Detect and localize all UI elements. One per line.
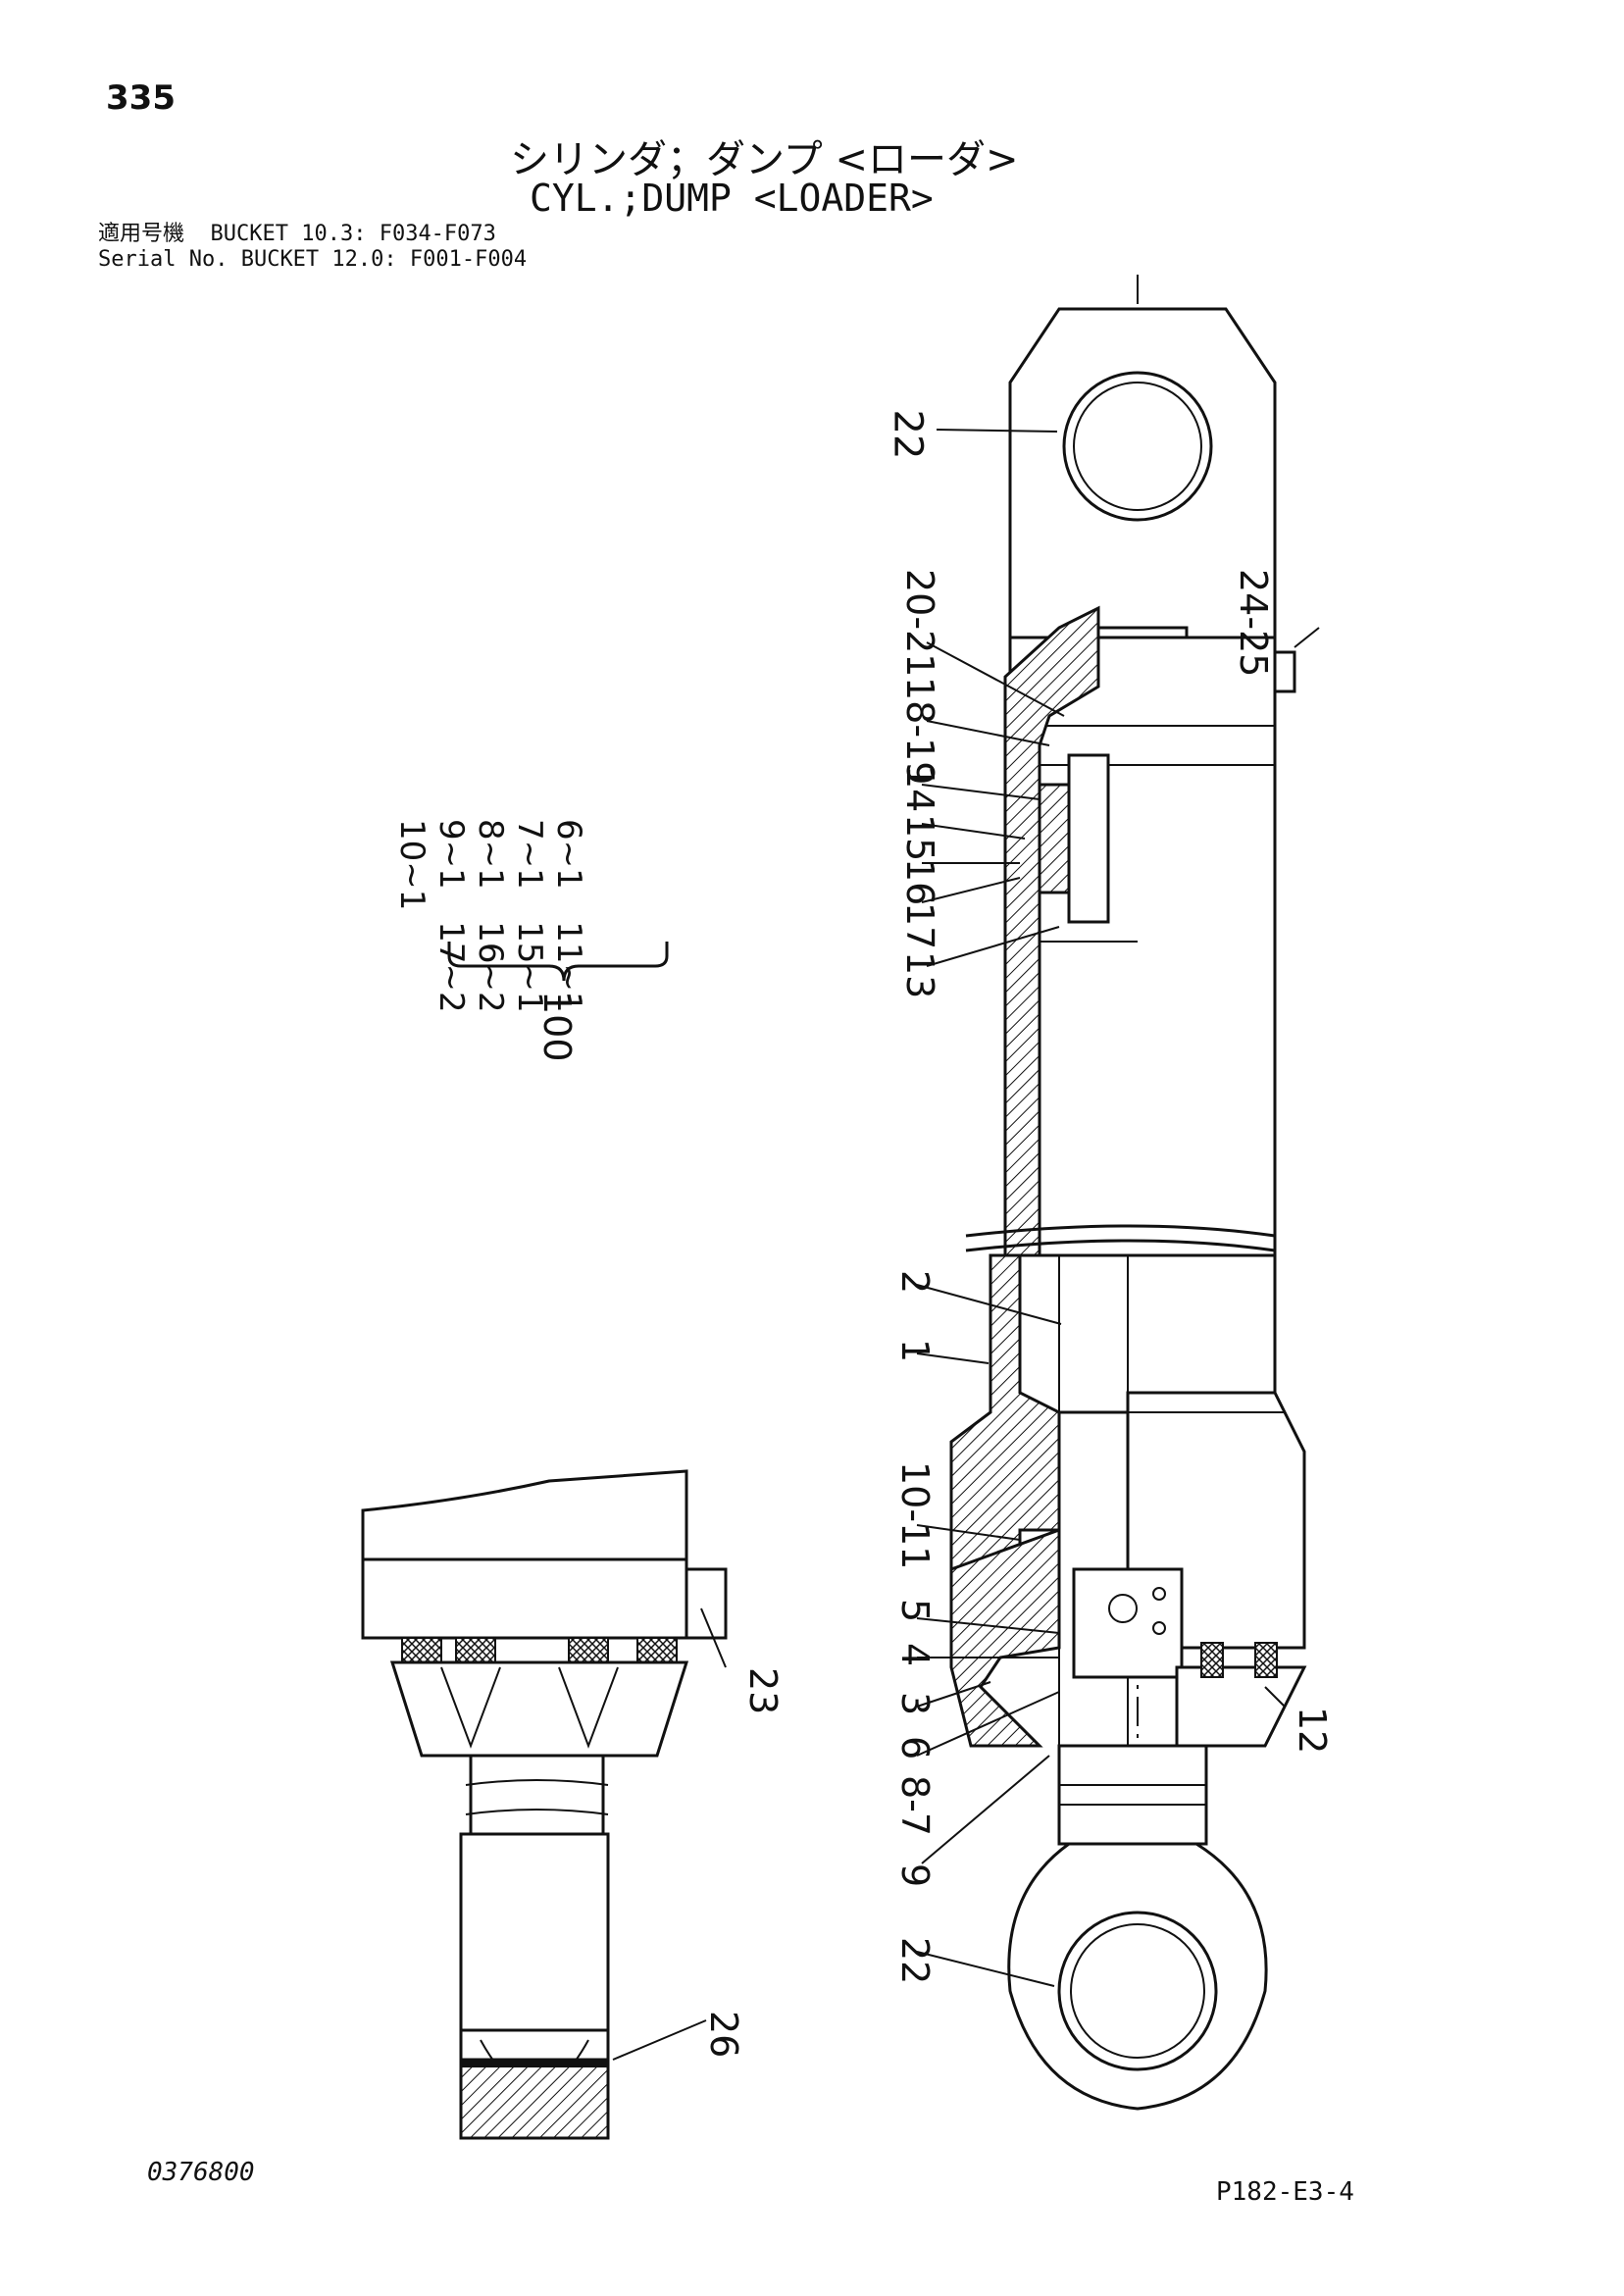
title-japanese: シリンダ；ダンプ <ローダ> [510, 137, 1019, 182]
rod-upper [1008, 636, 1277, 1257]
callout-22-top: 22 [885, 409, 931, 460]
tube-lower [1008, 1253, 1277, 1414]
title-english: CYL.;DUMP <LOADER> [530, 177, 934, 220]
callout-4: 4 [893, 1643, 937, 1667]
callout-1: 1 [893, 1339, 937, 1363]
serial-label-jp: 適用号機 [98, 222, 185, 246]
callout-15: 15 [898, 814, 941, 862]
tube-wall-lower [949, 1253, 1061, 1591]
kit-row: 8~1 16~2 [471, 819, 510, 1013]
drawing-code: 0376800 [147, 2158, 255, 2187]
callout-22-bottom: 22 [893, 1937, 937, 1985]
clamp-bottom [1072, 1567, 1184, 1679]
detail-taper [389, 1660, 689, 1758]
head-hatched [949, 1527, 1061, 1748]
serial-line-1: BUCKET 10.3: F034-F073 [210, 222, 496, 246]
callout-14: 14 [898, 765, 941, 813]
serial-label-en: Serial No. [98, 247, 228, 272]
callout-10-11: 10-11 [893, 1461, 937, 1570]
callout-6: 6 [893, 1736, 937, 1760]
callout-20-21: 20-21 [898, 569, 941, 678]
kit-row: 7~1 15~1 [510, 819, 549, 1013]
kit-row: 10~1 [392, 819, 431, 911]
kit-list: 6~1 11~1 7~1 15~1 8~1 16~2 9~1 17~2 10~1 [392, 819, 588, 1013]
tube-wall-upper [1003, 605, 1100, 1257]
callout-16: 16 [898, 858, 941, 906]
callout-17: 17 [898, 902, 941, 950]
bolt-24-25 [1273, 650, 1296, 693]
main-cylinder [949, 275, 1307, 2111]
kit-bracket [447, 942, 669, 982]
leader-lines [612, 429, 1320, 2061]
callout-24-25: 24-25 [1232, 569, 1275, 678]
detail-view [361, 1469, 728, 2140]
sheet-code: P182-E3-4 [1216, 2177, 1354, 2207]
detail-body [361, 1469, 688, 1561]
kit-row: 9~1 17~2 [431, 819, 471, 1013]
callout-5: 5 [893, 1599, 937, 1623]
rod-lower [1057, 1744, 1208, 1846]
callout-9: 9 [893, 1863, 937, 1888]
callout-8-7: 8-7 [893, 1775, 937, 1837]
taper-right [1175, 1665, 1307, 1748]
pin-bore-bottom [1057, 1911, 1218, 2071]
serial-block: 適用号機 BUCKET 10.3: F034-F073 Serial No. B… [98, 222, 527, 273]
kit-row: 6~1 11~1 [549, 819, 588, 1013]
kit-number: 100 [535, 991, 579, 1062]
serial-line-2: BUCKET 12.0: F001-F004 [240, 247, 528, 272]
callout-26: 26 [702, 2011, 745, 2059]
callout-12: 12 [1291, 1707, 1334, 1755]
detail-rod [469, 1754, 605, 1836]
callout-13: 13 [898, 951, 941, 999]
pin-bore-top [1062, 371, 1213, 522]
page-number: 335 [106, 78, 176, 118]
callout-3: 3 [893, 1692, 937, 1716]
detail-spacer-26 [459, 2058, 610, 2140]
callout-2: 2 [893, 1270, 937, 1295]
callout-23: 23 [741, 1667, 785, 1715]
